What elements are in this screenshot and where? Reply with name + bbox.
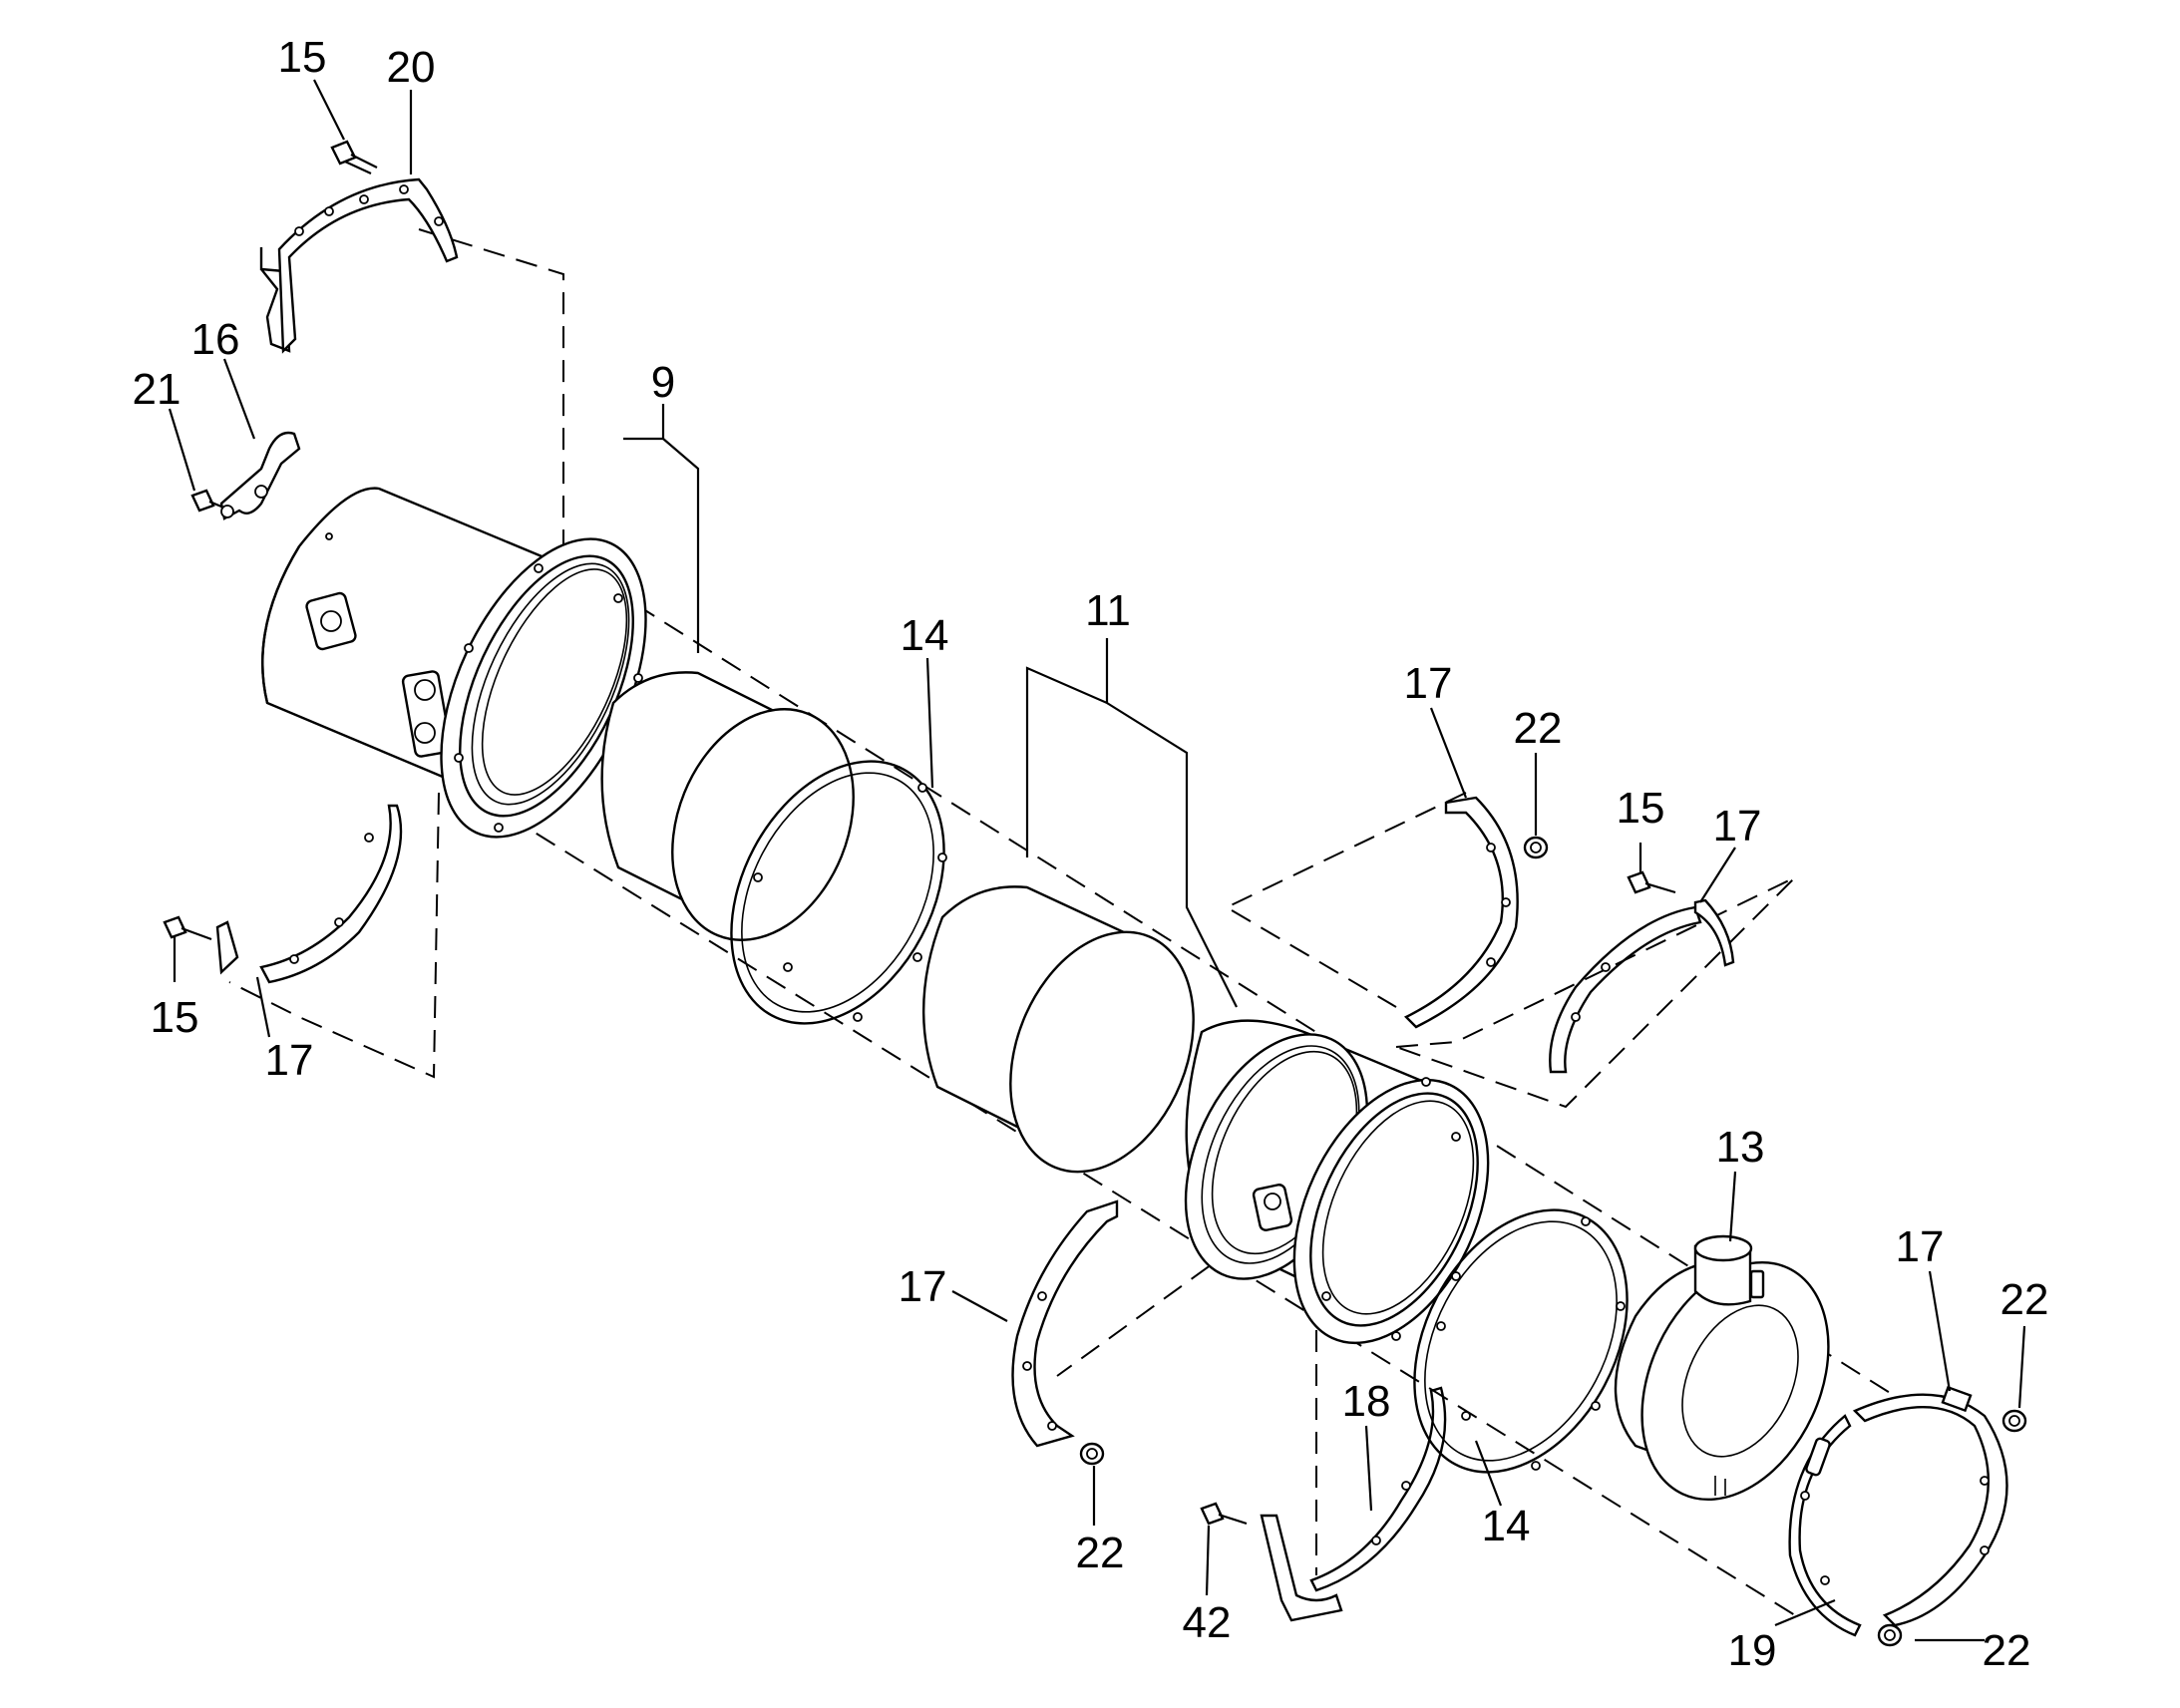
callout-20: 20 [387,43,436,92]
callout-14-upper: 14 [901,611,949,660]
callout-22-bottom: 22 [1983,1626,2031,1675]
callout-21: 21 [133,365,182,414]
nut-22-right [2001,1409,2027,1433]
filter-element-9 [600,671,855,941]
callout-18: 18 [1342,1377,1391,1426]
callout-19: 19 [1728,1626,1777,1675]
nut-22-upper [1523,836,1549,859]
callout-15-left: 15 [151,993,199,1042]
callout-22-right: 22 [2000,1275,2049,1324]
callout-16: 16 [191,315,240,364]
clamp-17-upper-right [1403,796,1519,1029]
callout-15-top: 15 [278,33,327,82]
nut-22-lower-left [1079,1442,1105,1466]
callout-15-right: 15 [1617,784,1665,833]
bolt-42 [1200,1502,1248,1526]
callout-13: 13 [1716,1123,1765,1172]
nut-22-bottom [1877,1623,1903,1647]
gasket-14-lower [1413,1208,1629,1474]
bolt-15-top [330,140,378,174]
callout-9: 9 [651,358,675,407]
assembly-dashed-lines [228,228,1896,1616]
dpf-element-11 [922,885,1195,1174]
callout-22-lower-left: 22 [1076,1529,1125,1577]
callout-22-upper: 22 [1514,704,1563,753]
callout-14-lower: 14 [1482,1502,1531,1550]
dpf-housing-11 [1184,1019,1490,1345]
bolt-15-right [1627,870,1676,894]
clamp-17-lower [1011,1199,1119,1448]
callout-17-upper: 17 [1404,659,1453,708]
outlet-cap-13 [1614,1234,1830,1502]
bolt-21 [190,489,222,512]
clamp-17-right [1549,898,1735,1074]
callout-11: 11 [1085,586,1131,635]
callout-labels: 15 20 16 21 9 14 11 17 22 15 17 15 17 13… [133,33,2049,1675]
leader-lines [168,79,2026,1642]
small-bracket-16 [219,431,301,520]
gasket-14-upper [730,760,947,1025]
clamp-18 [1260,1386,1447,1622]
callout-42: 42 [1183,1598,1232,1647]
callout-17-left: 17 [265,1036,314,1085]
clamp-17-left [215,804,403,984]
callout-17-lower: 17 [899,1262,947,1311]
callout-17-right: 17 [1713,802,1762,851]
callout-17-end: 17 [1896,1222,1945,1271]
end-clamp-19 [1788,1385,2008,1637]
upper-clamp-bracket [259,177,459,354]
bolt-15-left [163,915,212,941]
housing-cylinder-9 [261,487,620,790]
